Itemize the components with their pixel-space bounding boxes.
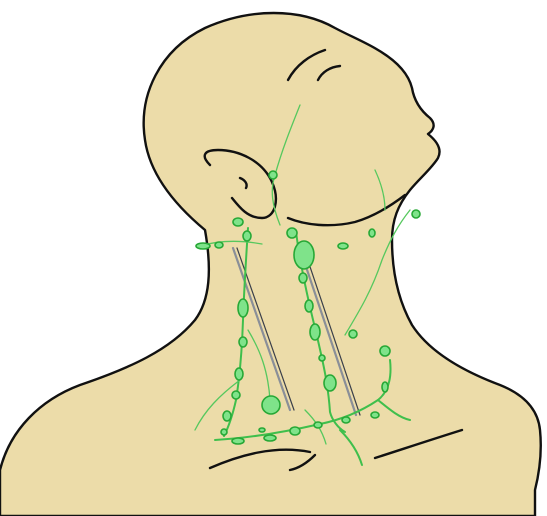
lymph-node-posterior-triangle-3	[235, 368, 243, 380]
lymph-node-submandibular-2	[338, 243, 348, 249]
lymph-node-deep-cervical-3	[310, 324, 320, 340]
lymph-node-posterior-triangle-5	[223, 411, 231, 421]
lymph-node-deep-cervical-1	[299, 273, 307, 283]
lymph-node-supraclavicular-1	[380, 346, 390, 356]
lymph-node-posterior-triangle-2	[239, 337, 247, 347]
lymph-node-supraclavicular-6	[221, 429, 227, 435]
lymph-node-supraclavicular-2	[382, 382, 388, 392]
lymph-node-supraclavicular-5	[259, 428, 265, 432]
lymph-node-preauricular	[269, 171, 277, 179]
lymph-node-posterior-triangle-1	[238, 299, 248, 317]
lymph-node-occipital-1	[196, 243, 210, 249]
lymph-node-anterior-cervical-1	[232, 438, 244, 444]
lymph-node-parotid-1	[233, 218, 243, 226]
lymph-node-supraclavicular-large	[262, 396, 280, 414]
lymph-node-anterior-cervical-4	[314, 422, 322, 428]
lymph-node-jugulodigastric	[294, 241, 314, 269]
lymph-node-superficial-cervical-2	[349, 330, 357, 338]
lymph-node-occipital-2	[215, 242, 223, 248]
lymph-node-posterior-triangle-4	[232, 391, 240, 399]
lymph-node-submandibular-1	[287, 228, 297, 238]
lymph-node-deep-cervical-2	[305, 300, 313, 312]
lymph-node-parotid-2	[243, 231, 251, 241]
lymph-node-supraclavicular-3	[371, 412, 379, 418]
lymph-node-anterior-cervical-3	[290, 427, 300, 435]
lymph-node-anterior-cervical-2	[264, 435, 276, 441]
lymph-node-submental	[412, 210, 420, 218]
lymph-node-submandibular-3	[369, 229, 375, 237]
lymph-node-deep-cervical-4	[319, 355, 325, 361]
lymph-node-supraclavicular-4	[342, 417, 350, 423]
lymph-node-superficial-cervical-1	[324, 375, 336, 391]
